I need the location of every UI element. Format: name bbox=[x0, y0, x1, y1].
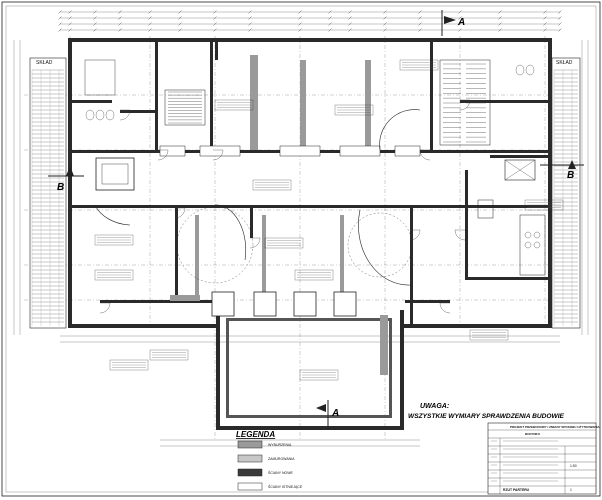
section-marker-b-right: B bbox=[540, 160, 584, 181]
project-title-1: PROJEKT PRZEBUDOWY I ZMIANY SPOSOBU UŻYT… bbox=[510, 424, 600, 429]
section-marker-b-left: B bbox=[48, 166, 84, 193]
section-marker-a-top: A bbox=[441, 10, 465, 36]
dimensions-note: UWAGA: WSZYSTKIE WYMIARY SPRAWDZENIA BUD… bbox=[408, 403, 565, 420]
section-marker-a-bottom: A bbox=[316, 400, 339, 430]
legend-title: LEGENDA bbox=[236, 430, 275, 439]
bottom-dimension-chains bbox=[60, 335, 560, 447]
legend-swatch bbox=[237, 482, 263, 491]
legend-label: ZAMUROWANIA bbox=[268, 457, 295, 461]
interior-walls bbox=[72, 42, 548, 325]
project-title-2: BUDYNKU bbox=[525, 432, 540, 436]
svg-text:A: A bbox=[457, 17, 465, 28]
door-swings bbox=[99, 99, 471, 314]
wall-openings bbox=[95, 145, 421, 317]
legend-swatch bbox=[237, 440, 263, 449]
title-block: PROJEKT PRZEBUDOWY I ZMIANY SPOSOBU UŻYT… bbox=[487, 422, 600, 495]
storage-right: SKŁAD bbox=[551, 57, 581, 329]
storage-label-left: SKŁAD bbox=[36, 60, 53, 66]
side-dimension-chains bbox=[13, 40, 589, 335]
exterior-walls bbox=[68, 38, 552, 430]
legend: LEGENDA WYBURZENIA ZAMUROWANIA ŚCIANY NOWE… bbox=[236, 430, 303, 491]
storage-left: SKŁAD bbox=[29, 57, 67, 329]
legend-swatch bbox=[237, 454, 263, 463]
kitchen-equipment bbox=[477, 199, 546, 276]
note-body: WSZYSTKIE WYMIARY SPRAWDZENIA BUDOWIE bbox=[408, 413, 565, 420]
top-dimension-chains bbox=[58, 10, 562, 32]
svg-text:B: B bbox=[57, 182, 64, 193]
legend-swatch bbox=[237, 468, 263, 477]
sheet-name: RZUT PARTERU bbox=[503, 488, 530, 492]
curved-walls bbox=[94, 109, 421, 286]
storage-label-right: SKŁAD bbox=[556, 60, 573, 66]
stair-core-right bbox=[439, 59, 536, 181]
sheet-scale: 1:50 bbox=[570, 464, 577, 468]
sanitary-fixtures bbox=[84, 59, 535, 121]
svg-text:B: B bbox=[567, 170, 574, 181]
demolition-hatches bbox=[170, 55, 388, 375]
room-notes bbox=[94, 59, 564, 381]
stair-core-left bbox=[164, 89, 206, 126]
legend-label: ŚCIANY ISTNIEJĄCE bbox=[268, 484, 303, 489]
legend-label: WYBURZENIA bbox=[268, 443, 292, 447]
note-title: UWAGA: bbox=[420, 403, 449, 410]
svg-text:A: A bbox=[331, 408, 339, 419]
sheet-number: 1 bbox=[570, 488, 572, 492]
legend-label: ŚCIANY NOWE bbox=[268, 470, 293, 475]
